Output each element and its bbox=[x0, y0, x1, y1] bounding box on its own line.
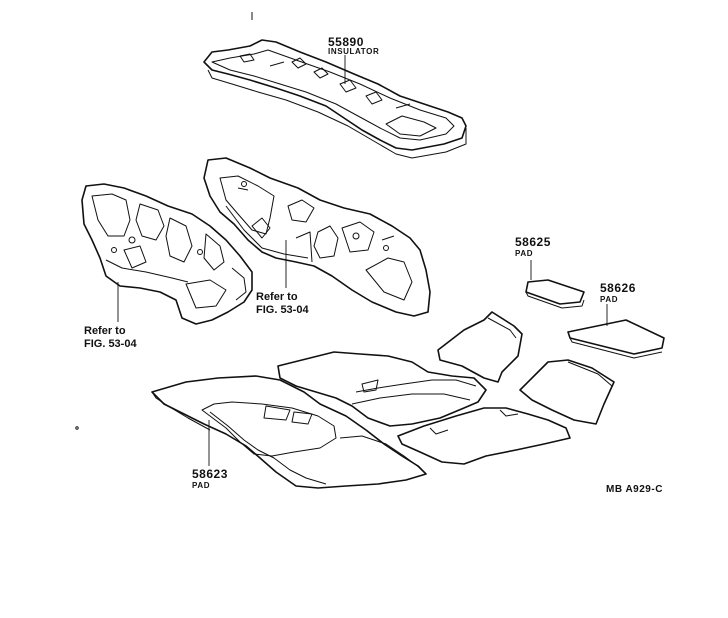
pad-58623-part[interactable] bbox=[151, 375, 427, 489]
insulator-part-name: INSULATOR bbox=[328, 47, 379, 56]
pad-58625-number: 58625 bbox=[515, 235, 551, 249]
pad-58626-number: 58626 bbox=[600, 281, 636, 295]
refer-right-line1: Refer to bbox=[256, 291, 298, 303]
refer-right-line2: FIG. 53-04 bbox=[256, 304, 309, 316]
floor-carpet-center-tunnel-part[interactable] bbox=[277, 351, 487, 427]
pad-58625-name: PAD bbox=[515, 249, 533, 258]
pad-58626-name: PAD bbox=[600, 295, 618, 304]
insulator-55890-part[interactable] bbox=[203, 39, 467, 159]
floor-carpet-rear-right-part[interactable] bbox=[437, 311, 523, 383]
stray-dot bbox=[75, 426, 79, 430]
pad-58625-part[interactable] bbox=[525, 279, 585, 309]
pad-58623-name: PAD bbox=[192, 481, 210, 490]
refer-left-line1: Refer to bbox=[84, 325, 126, 337]
drawing-code: MB A929-C bbox=[606, 484, 663, 495]
pad-58626-part[interactable] bbox=[567, 319, 665, 359]
floor-carpet-rear-center-part[interactable] bbox=[397, 407, 571, 465]
dash-insulator-left-part[interactable] bbox=[81, 183, 253, 325]
pad-58623-number: 58623 bbox=[192, 467, 228, 481]
dash-insulator-right-part[interactable] bbox=[203, 157, 431, 317]
refer-left-line2: FIG. 53-04 bbox=[84, 338, 137, 350]
floor-carpet-rear-left-part[interactable] bbox=[519, 359, 615, 425]
insulator-part-number: 55890 bbox=[328, 35, 364, 49]
